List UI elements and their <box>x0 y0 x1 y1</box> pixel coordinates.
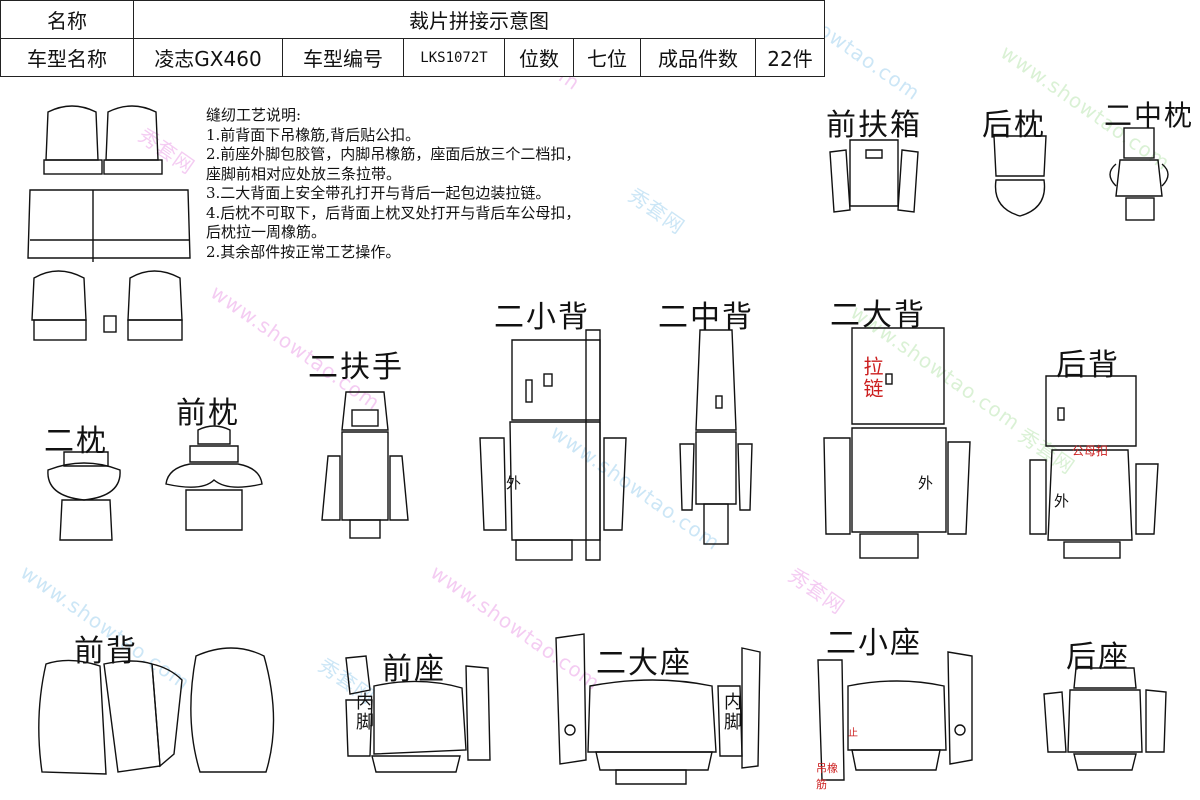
label-front-back: 前背 <box>74 634 138 669</box>
notes-line: 3.二大背面上安全带孔打开与背后一起包边装拉链。 <box>206 184 551 202</box>
label-rear-back: 后背 <box>1056 348 1120 383</box>
notes-line: 2.其余部件按正常工艺操作。 <box>206 242 401 261</box>
piece-second-mid-headrest <box>1109 127 1169 221</box>
label-second-big-back: 二大背 <box>830 298 926 333</box>
label-second-mid-back: 二中背 <box>658 300 754 335</box>
model-label: 车型名称 <box>0 38 134 77</box>
label-second-mid-headrest: 二中枕 <box>1104 99 1195 132</box>
seat-overview-illustration <box>27 105 191 341</box>
label-front-seat: 前座 <box>382 652 446 687</box>
notes-line: 1.前背面下吊橡筋,背后贴公扣。 <box>206 125 421 144</box>
notes-title: 缝纫工艺说明: <box>206 106 302 124</box>
piece-second-headrest <box>47 451 121 541</box>
mark-zipper: 拉链 <box>860 356 884 400</box>
piece-second-armrest <box>321 391 409 539</box>
label-front-headrest: 前枕 <box>176 396 240 431</box>
piece-second-small-seat <box>817 651 973 781</box>
label-second-big-seat: 二大座 <box>596 646 692 681</box>
notes-line: 4.后枕不可取下，后背面上枕叉处打开与背后车公母扣， <box>206 203 581 222</box>
label-second-small-back: 二小背 <box>494 300 590 335</box>
label-rear-headrest: 后枕 <box>982 108 1046 143</box>
pieces-value: 22件 <box>755 38 825 77</box>
mark-top: 止 <box>848 728 858 739</box>
piece-second-small-back <box>479 329 627 561</box>
info-table: 名称 裁片拼接示意图 车型名称 凌志GX460 车型编号 LKS1072T 位数… <box>0 0 825 77</box>
code-value: LKS1072T <box>403 38 505 77</box>
mark-inner-leg: 内脚 <box>353 692 374 732</box>
sewing-notes: 缝纫工艺说明:1.前背面下吊橡筋,背后贴公扣。2.前座外脚包胶管，内脚吊橡筋，座… <box>206 106 580 262</box>
code-label: 车型编号 <box>282 38 404 77</box>
piece-second-big-seat <box>555 633 761 785</box>
mark-inner-leg: 内脚 <box>721 692 742 732</box>
mark-outer: 外 <box>506 474 522 492</box>
piece-rear-seat <box>1043 667 1167 771</box>
piece-front-back <box>38 647 275 775</box>
mark-elastic: 吊橡筋 <box>816 762 838 791</box>
pieces-label: 成品件数 <box>640 38 756 77</box>
label-second-small-seat: 二小座 <box>826 626 922 661</box>
label-front-armrest-box: 前扶箱 <box>826 108 922 143</box>
mark-outer: 外 <box>918 474 934 492</box>
piece-front-seat <box>345 655 491 773</box>
mark-snap: 公母扣 <box>1072 444 1109 458</box>
notes-line: 座脚前相对应处放三条拉带。 <box>206 164 402 183</box>
seats-label: 位数 <box>504 38 574 77</box>
piece-second-mid-back <box>679 329 753 545</box>
seats-value: 七位 <box>573 38 641 77</box>
notes-line: 2.前座外脚包胶管，内脚吊橡筋，座面后放三个二档扣， <box>206 145 581 163</box>
piece-rear-headrest <box>993 135 1047 217</box>
label-second-armrest: 二扶手 <box>308 350 404 385</box>
mark-outer: 外 <box>1054 492 1070 510</box>
piece-front-armrest-box <box>829 139 919 213</box>
notes-line: 后枕拉一周橡筋。 <box>206 223 327 241</box>
piece-front-headrest <box>165 425 263 531</box>
label-second-headrest: 二枕 <box>44 424 108 459</box>
piece-rear-back <box>1029 375 1159 559</box>
piece-second-big-back <box>823 327 971 559</box>
name-label: 名称 <box>0 0 134 39</box>
label-rear-seat: 后座 <box>1066 640 1130 675</box>
model-value: 凌志GX460 <box>133 38 283 77</box>
